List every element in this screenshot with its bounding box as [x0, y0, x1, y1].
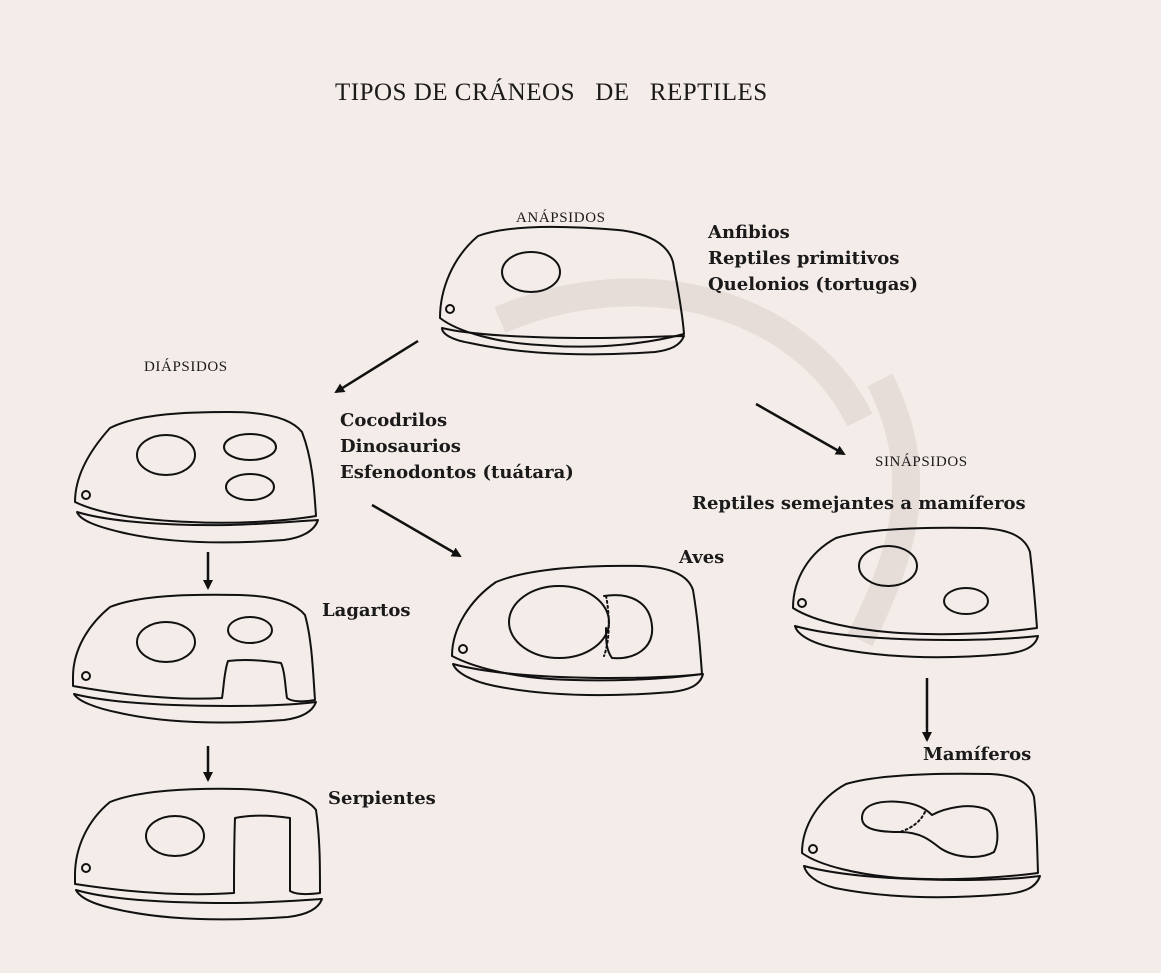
diapsidos-examples: Cocodrilos Dinosaurios Esfenodontos (tuá… [340, 412, 574, 482]
anapsid-skull [439, 225, 685, 356]
lagartos-label: Lagartos [322, 600, 411, 621]
anapsidos-label: ANÁPSIDOS [516, 210, 606, 226]
mammal-skull [801, 772, 1041, 899]
anapsidos-examples: Anfibios Reptiles primitivos Quelonios (… [708, 224, 918, 294]
anapsidos-example-3: Quelonios (tortugas) [708, 274, 919, 295]
anapsidos-example-1: Anfibios [708, 222, 790, 243]
serpientes-label: Serpientes [328, 788, 436, 809]
arrow-to-aves [371, 503, 462, 558]
mamiferos-label: Mamíferos [923, 744, 1032, 765]
sinapsidos-example-1: Reptiles semejantes a mamíferos [692, 493, 1026, 514]
anapsidos-example-2: Reptiles primitivos [708, 248, 900, 269]
background-watermark [494, 278, 921, 647]
aves-label: Aves [679, 547, 725, 568]
arrow-to-sinapsidos [755, 402, 846, 456]
sinapsidos-label: SINÁPSIDOS [875, 454, 968, 470]
diapsidos-label: DIÁPSIDOS [144, 359, 228, 375]
diagram-title: TIPOS DE CRÁNEOS DE REPTILES [335, 79, 768, 106]
bird-skull [451, 564, 704, 697]
diapsidos-example-3: Esfenodontos (tuátara) [340, 462, 574, 483]
arrow-to-diapsidos [334, 339, 419, 394]
diapsidos-example-2: Dinosaurios [340, 436, 461, 457]
synapsid-skull [792, 526, 1039, 659]
snake-skull [74, 787, 323, 921]
diapsidos-example-1: Cocodrilos [340, 410, 448, 431]
lizard-skull [72, 593, 317, 724]
diapsid-skull [74, 411, 319, 544]
